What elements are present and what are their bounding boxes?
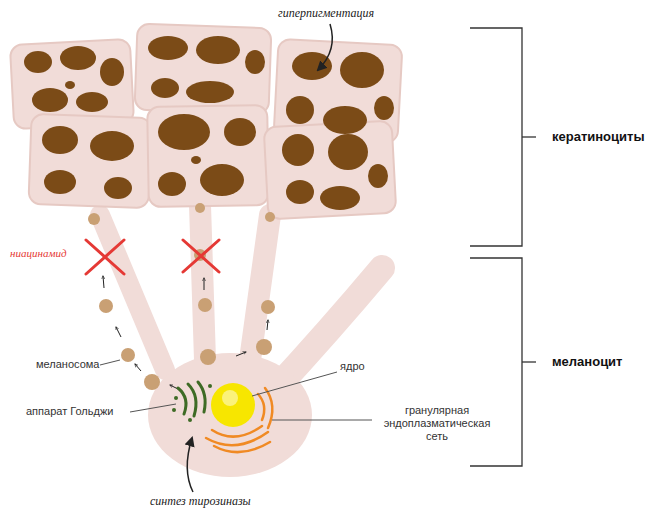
pigment (158, 172, 186, 196)
pigment (191, 156, 201, 164)
agent-label: ниацинамид (10, 247, 67, 260)
pigment (340, 52, 384, 88)
callout-label: синтез тирозиназы (150, 494, 251, 508)
pigment (368, 164, 388, 188)
pigment (148, 36, 188, 60)
pigment (44, 170, 76, 194)
part-label: гранулярная эндоплазматическая сеть (374, 404, 500, 444)
organelles (86, 203, 275, 452)
pigment (151, 78, 179, 98)
part-label: аппарат Гольджи (26, 405, 113, 418)
group-label: меланоцит (552, 354, 622, 370)
part-label: ядро (340, 360, 365, 373)
part-label: меланосома (36, 358, 99, 371)
pigment (286, 180, 314, 204)
pigment (374, 96, 394, 120)
pigment (100, 58, 124, 86)
keratinocyte (147, 105, 269, 207)
pigment (282, 134, 314, 166)
pigment (286, 96, 314, 124)
pigment (65, 81, 75, 89)
pigment (104, 177, 132, 199)
pigment (245, 50, 265, 74)
pigment (292, 52, 332, 80)
leader-lines (100, 24, 372, 492)
pigment (328, 134, 368, 170)
group-label: кератиноциты (552, 129, 645, 145)
keratinocyte (135, 24, 272, 115)
pigment (60, 46, 96, 70)
pigment (24, 51, 52, 73)
keratinocyte-cells (10, 24, 403, 220)
pigment (323, 106, 367, 134)
pigment (42, 126, 78, 154)
pigment (320, 186, 360, 210)
keratinocyte (264, 121, 397, 220)
pigment (76, 92, 108, 112)
pigment (186, 81, 234, 103)
callout-label: гиперпигментация (278, 6, 374, 20)
melanocyte-cell (100, 205, 382, 477)
pigment (90, 131, 134, 161)
pigment (200, 164, 244, 196)
pigment (158, 114, 210, 150)
pigment (32, 88, 68, 112)
pigment (196, 36, 240, 64)
keratinocyte (28, 114, 151, 208)
bracket (470, 28, 536, 466)
pigment (224, 118, 256, 146)
